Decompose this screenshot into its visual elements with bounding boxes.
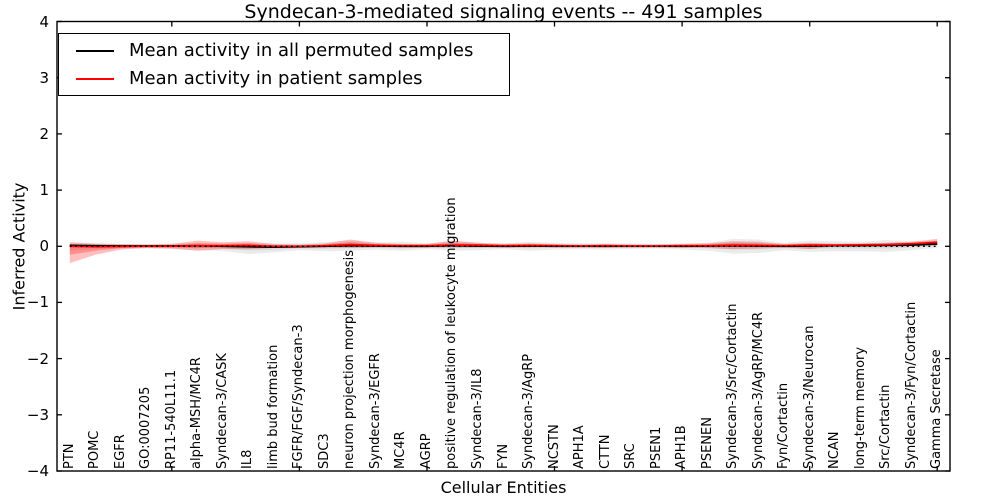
y-tick-label: −1 xyxy=(26,293,49,311)
x-tick-label: neuron projection morphogenesis xyxy=(342,250,357,469)
x-tick-label: CTTN xyxy=(598,434,613,469)
chart-title: Syndecan-3-mediated signaling events -- … xyxy=(244,1,763,23)
x-tick-label: Gamma Secretase xyxy=(929,349,944,469)
x-tick-label: GO:0007205 xyxy=(138,386,153,469)
x-tick-label: IL8 xyxy=(240,449,255,469)
x-tick-label: Fyn/Cortactin xyxy=(776,382,791,469)
x-tick-label: APH1B xyxy=(674,425,689,469)
x-tick-label: Syndecan-3/IL8 xyxy=(470,368,485,469)
band-inner-patient-samples-range xyxy=(69,240,938,255)
x-tick-label: Syndecan-3/AgRP/MC4R xyxy=(751,311,766,469)
x-tick-label: Syndecan-3/EGFR xyxy=(368,353,383,469)
legend-label: Mean activity in all permuted samples xyxy=(129,40,474,61)
x-tick-label: AGRP xyxy=(419,433,434,469)
x-tick-label: PSENEN xyxy=(700,417,715,469)
y-tick-label: 1 xyxy=(39,181,49,199)
legend-entry: Mean activity in all permuted samples xyxy=(71,40,497,61)
legend-line-sample-black xyxy=(76,49,114,52)
x-tick-label: long-term memory xyxy=(853,346,868,469)
x-tick-label: Syndecan-3/CASK xyxy=(215,353,230,469)
y-tick-label: −3 xyxy=(26,406,49,424)
legend-line-sample-red xyxy=(76,77,114,80)
x-tick-label: alpha-MSH/MC4R xyxy=(189,357,204,469)
y-tick-label: 2 xyxy=(39,125,49,143)
x-tick-label: SRC xyxy=(623,443,638,469)
y-tick-label: 0 xyxy=(39,237,49,255)
x-tick-label: FGFR/FGF/Syndecan-3 xyxy=(291,324,306,469)
x-tick-label: EGFR xyxy=(113,434,128,469)
x-tick-label: PSEN1 xyxy=(649,426,664,469)
y-tick-label: −2 xyxy=(26,350,49,368)
x-tick-label: SDC3 xyxy=(317,433,332,469)
x-tick-label: MC4R xyxy=(393,431,408,469)
x-tick-label: APH1A xyxy=(572,425,587,469)
x-tick-label: NCAN xyxy=(827,431,842,469)
legend-entry: Mean activity in patient samples xyxy=(71,68,497,89)
y-tick-label: 4 xyxy=(39,13,49,31)
x-tick-label: limb bud formation xyxy=(266,344,281,469)
x-tick-label: FYN xyxy=(496,443,511,469)
x-tick-label: Syndecan-3/AgRP xyxy=(521,353,536,469)
x-tick-label: POMC xyxy=(87,430,102,469)
y-tick-label: −4 xyxy=(26,462,49,480)
legend-box: Mean activity in all permuted samples Me… xyxy=(58,33,510,96)
x-tick-label: positive regulation of leukocyte migrati… xyxy=(444,197,459,469)
x-tick-label: Src/Cortactin xyxy=(878,384,893,469)
x-tick-label: NCSTN xyxy=(547,424,562,469)
x-tick-label: Syndecan-3/Neurocan xyxy=(802,325,817,469)
x-tick-label: PTN xyxy=(62,443,77,469)
y-tick-label: 3 xyxy=(39,69,49,87)
x-tick-label: RP11-540L11.1 xyxy=(164,369,179,469)
x-axis-label: Cellular Entities xyxy=(440,478,567,497)
legend-label: Mean activity in patient samples xyxy=(129,68,423,89)
x-tick-label: Syndecan-3/Src/Cortactin xyxy=(725,303,740,469)
x-tick-label: Syndecan-3/Fyn/Cortactin xyxy=(904,301,919,469)
